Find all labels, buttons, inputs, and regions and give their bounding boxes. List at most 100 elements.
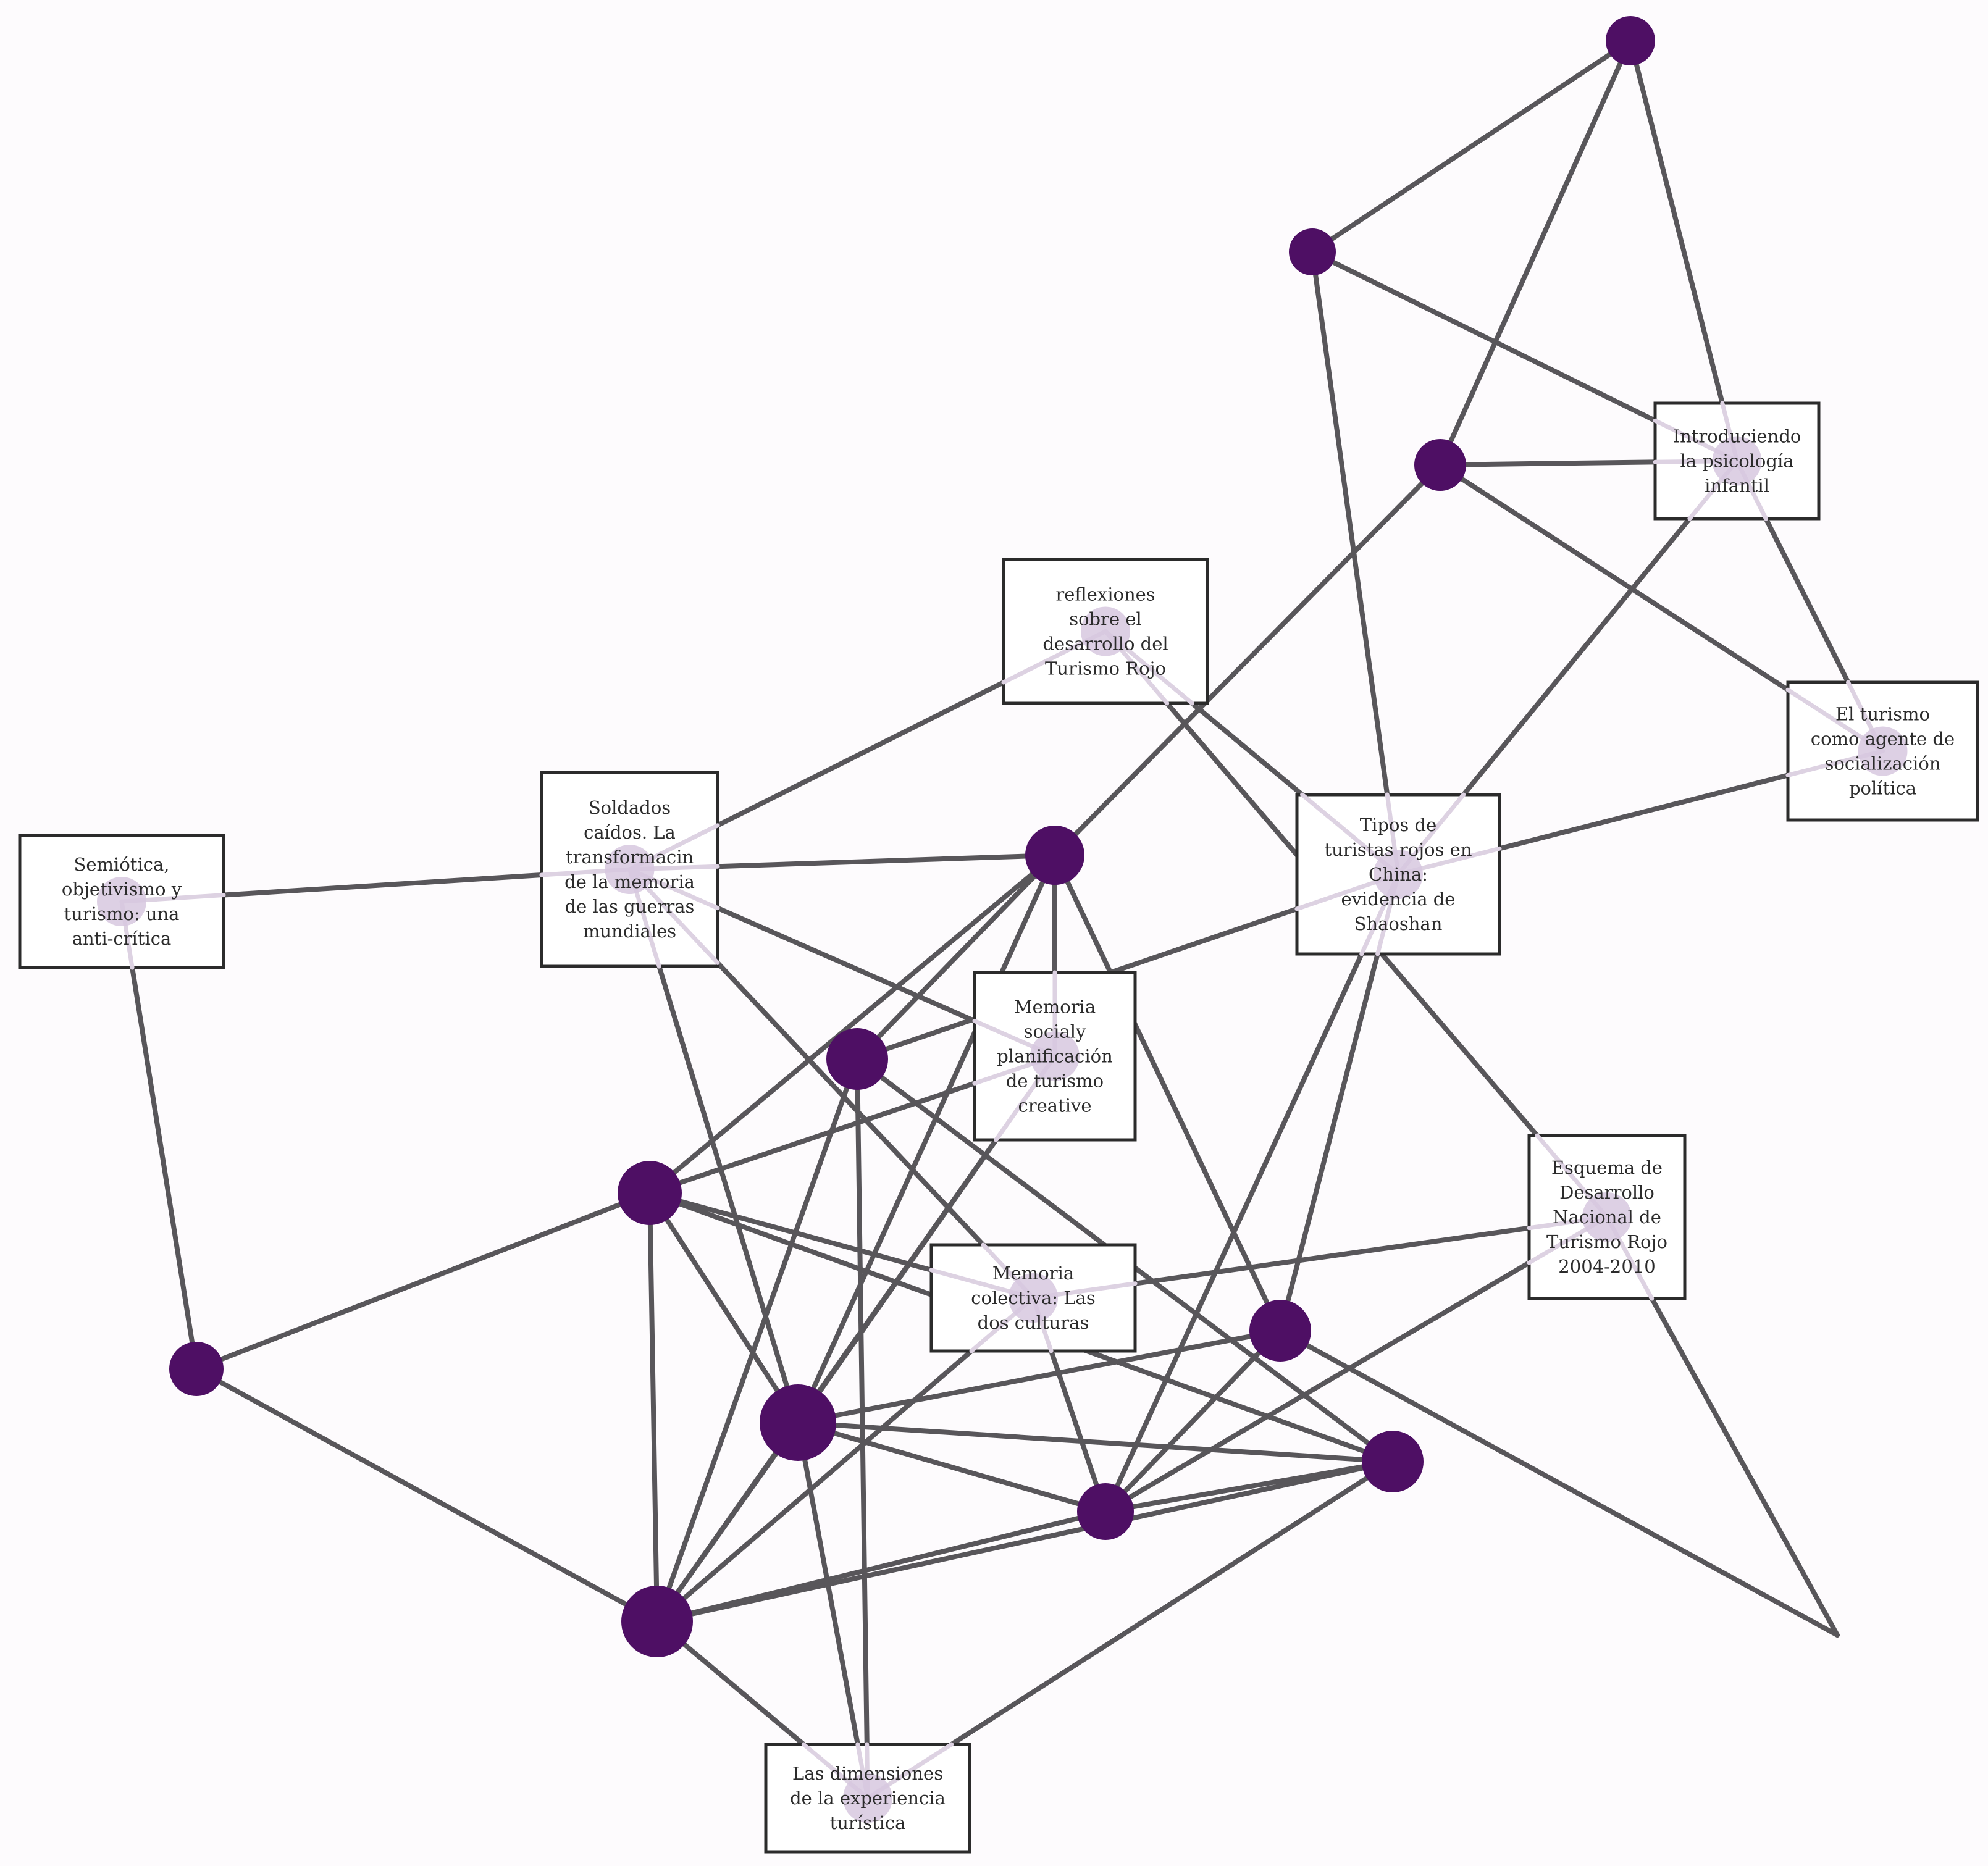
label-line: caídos. La xyxy=(584,822,676,843)
label-node-marker xyxy=(1030,1031,1080,1081)
label-line: creative xyxy=(1018,1095,1091,1116)
edge-esquema-n10 xyxy=(1103,1215,1609,1514)
edge-n1-n2 xyxy=(1310,38,1633,254)
label-line: Las dimensiones xyxy=(792,1763,943,1784)
node-n3 xyxy=(1414,439,1466,491)
node-n7 xyxy=(169,1342,224,1396)
edge-n1-psicologia xyxy=(1628,38,1740,464)
edges-layer xyxy=(119,38,1885,1801)
edge-n8-dimensiones xyxy=(795,1420,870,1801)
edge-n12-n10 xyxy=(1103,1459,1395,1514)
label-line: política xyxy=(1849,778,1916,799)
label-line: objetivismo y xyxy=(62,879,182,900)
label-node-marker xyxy=(1712,436,1762,486)
label-line: turismo: una xyxy=(64,903,180,924)
nodes-layer xyxy=(169,16,1655,1657)
edge-n7-n9 xyxy=(194,1366,660,1624)
label-line: turística xyxy=(830,1812,906,1833)
label-line: mundiales xyxy=(583,921,676,942)
label-line: Nacional de xyxy=(1553,1207,1661,1228)
label-line: El turismo xyxy=(1835,704,1930,725)
label-line: Memoria xyxy=(1014,997,1096,1018)
label-line: reflexiones xyxy=(1055,584,1155,605)
label-line: sobre el xyxy=(1069,609,1142,630)
label-line: Turismo Rojo xyxy=(1045,658,1166,679)
edge-n4-n6 xyxy=(647,853,1057,1195)
label-line: Desarrollo xyxy=(1559,1182,1655,1203)
label-line: de turismo xyxy=(1006,1071,1104,1092)
edge-n9-n12 xyxy=(655,1459,1395,1624)
label-node-marker xyxy=(1009,1273,1058,1323)
node-n9 xyxy=(621,1586,693,1657)
label-line: Shaoshan xyxy=(1354,913,1443,934)
label-line: de la memoria xyxy=(564,871,695,892)
node-n1 xyxy=(1606,16,1655,65)
edge-n10-n11 xyxy=(1103,1328,1283,1514)
label-line: de las guerras xyxy=(565,896,695,917)
label-line: transformacin xyxy=(566,847,694,868)
edge-n3-n4 xyxy=(1052,462,1443,858)
node-n2 xyxy=(1289,228,1336,275)
label-semiotica: Semiótica, objetivismo y turismo: una anti-… xyxy=(18,834,226,970)
edge-n2-tipos xyxy=(1310,249,1401,877)
edge-n1-n3 xyxy=(1438,38,1633,467)
label-line: Tipos de xyxy=(1360,814,1436,835)
label-dimensiones: Las dimensiones de la experiencia turístic… xyxy=(764,1742,971,1854)
label-line: China: xyxy=(1369,864,1428,885)
label-node-marker xyxy=(1374,850,1423,899)
edge-tipos-n10 xyxy=(1103,872,1401,1514)
label-soldados: Soldados caídos. La transformacin de la mem… xyxy=(539,771,720,969)
edge-semiotica-n7 xyxy=(119,899,199,1371)
edge-n8-n12 xyxy=(795,1420,1395,1464)
edge-n12-dimensiones xyxy=(865,1459,1395,1801)
label-line: Turismo Rojo xyxy=(1546,1231,1667,1252)
node-n12 xyxy=(1362,1431,1424,1492)
label-line: infantil xyxy=(1705,475,1769,496)
node-n10 xyxy=(1077,1483,1134,1540)
label-line: como agente de xyxy=(1811,729,1955,750)
label-line: Esquema de xyxy=(1551,1157,1663,1178)
label-line: Soldados xyxy=(589,797,671,818)
label-psicologia: Introduciendo la psicología infantil xyxy=(1653,401,1821,521)
label-line: Introduciendo xyxy=(1673,426,1801,447)
label-node-marker xyxy=(843,1773,892,1823)
labels-layer: Introduciendo la psicología infantil reflex… xyxy=(18,401,1979,1854)
node-n6 xyxy=(618,1161,682,1225)
node-n4 xyxy=(1025,826,1084,885)
edge-n5-n9 xyxy=(655,1056,860,1624)
edge-n4-n5 xyxy=(855,853,1057,1061)
label-node-marker xyxy=(1582,1192,1632,1242)
label-agente: El turismo como agente de socialización pol… xyxy=(1785,680,1979,822)
label-line: socialización xyxy=(1825,753,1941,774)
edge-n11-n13 xyxy=(1278,1328,1840,1638)
label-reflexiones: reflexiones sobre el desarrollo delTurismo… xyxy=(1001,558,1209,706)
label-node-marker xyxy=(1081,606,1130,656)
edge-n8-n9 xyxy=(655,1420,800,1624)
node-n8 xyxy=(760,1384,836,1461)
label-node-marker xyxy=(605,845,655,894)
label-line: la psicología xyxy=(1680,451,1793,472)
label-line: colectiva: Las xyxy=(971,1287,1095,1308)
edge-n8-n11 xyxy=(795,1328,1283,1425)
edge-n4-n11 xyxy=(1052,853,1283,1333)
label-node-marker xyxy=(97,877,146,926)
node-n11 xyxy=(1249,1300,1311,1362)
label-line: anti-crítica xyxy=(72,928,172,949)
label-line: evidencia de xyxy=(1341,889,1456,910)
node-n5 xyxy=(826,1028,888,1090)
label-line: 2004-2010 xyxy=(1558,1256,1655,1277)
edge-n6-n9 xyxy=(647,1190,660,1624)
label-line: planificación xyxy=(997,1046,1113,1067)
label-line: Semiótica, xyxy=(74,854,170,875)
label-node-marker xyxy=(1858,726,1908,776)
label-line: de la experiencia xyxy=(790,1788,946,1809)
label-line: desarrollo del xyxy=(1042,634,1168,655)
edge-n6-n7 xyxy=(194,1190,652,1371)
edge-n6-n8 xyxy=(647,1190,800,1425)
label-line: Memoria xyxy=(992,1263,1074,1284)
